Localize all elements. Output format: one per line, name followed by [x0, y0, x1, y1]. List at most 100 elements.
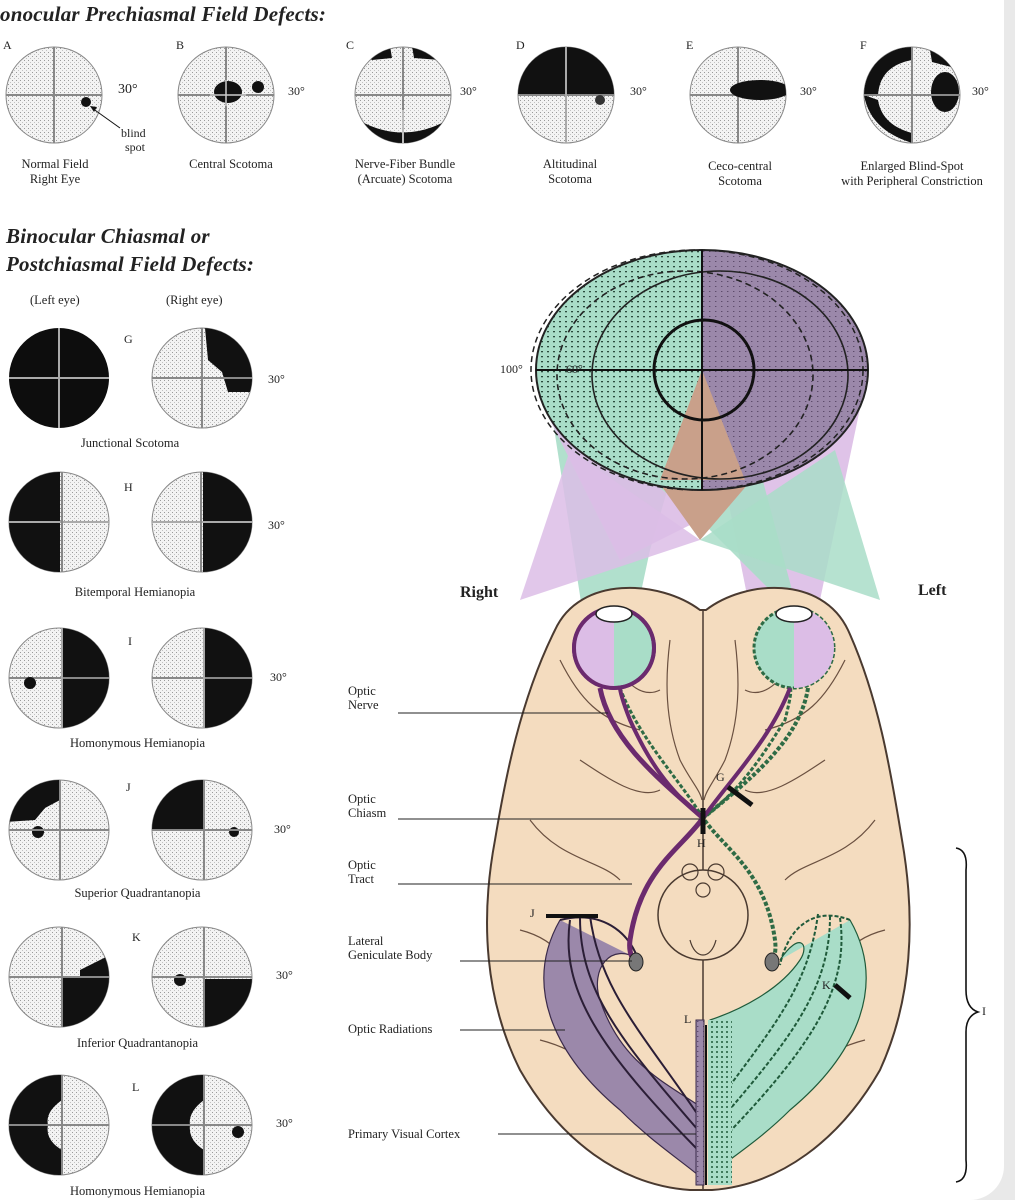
label-f: Enlarged Blind-Spot with Peripheral Cons…: [822, 159, 1002, 189]
degree-100-label: 100°: [500, 362, 523, 376]
degree-a: 30°: [118, 82, 138, 97]
letter-i: I: [128, 634, 132, 648]
field-g-left: [9, 328, 109, 428]
lgb-label-2: Geniculate Body: [348, 948, 433, 962]
field-h-right: [151, 471, 253, 573]
label-e-line1: Ceco-central: [708, 159, 772, 173]
field-l-right: [151, 1074, 253, 1176]
marker-g: G: [716, 770, 725, 784]
left-eyeball: [752, 605, 836, 690]
letter-j: J: [126, 780, 131, 794]
letter-d: D: [516, 38, 525, 52]
field-i-left: [8, 627, 110, 729]
letter-l: L: [132, 1080, 140, 1094]
lgb-label: Lateral Geniculate Body: [348, 934, 432, 962]
letter-e: E: [686, 38, 694, 52]
heading-chiasmal-line1: Binocular Chiasmal or: [6, 224, 210, 248]
left-side-label: Left: [918, 582, 947, 599]
degree-c: 30°: [460, 84, 477, 98]
primary-visual-cortex-label: Primary Visual Cortex: [348, 1127, 461, 1141]
label-leaders: [398, 712, 700, 1135]
field-e-ceco-central-scotoma: [689, 46, 787, 144]
letter-b: B: [176, 38, 185, 52]
label-d-line1: Altitudinal: [542, 157, 598, 171]
lateral-geniculate-bodies: [628, 952, 780, 972]
label-e-line2: Scotoma: [718, 174, 762, 188]
left-optic-pathway: [618, 687, 810, 967]
label-e: Ceco-central Scotoma: [690, 159, 790, 189]
optic-tract-label-1: Optic: [348, 858, 376, 872]
heading-chiasmal-line2: Postchiasmal Field Defects:: [6, 252, 255, 276]
optic-chiasm-label-2: Chiasm: [348, 806, 387, 820]
degree-f: 30°: [972, 84, 989, 98]
label-f-line2: with Peripheral Constriction: [841, 174, 983, 188]
label-a: Normal Field Right Eye: [0, 157, 110, 187]
right-eye-header: (Right eye): [166, 293, 223, 307]
label-b: Central Scotoma: [166, 157, 296, 172]
label-b-line1: Central Scotoma: [189, 157, 273, 171]
label-i: Homonymous Hemianopia: [69, 736, 206, 750]
blind-spot-note-1: blind: [121, 126, 146, 140]
field-d-altitudinal-scotoma: [517, 46, 615, 144]
label-c-line1: Nerve-Fiber Bundle: [354, 157, 456, 171]
field-h-left: [8, 471, 110, 573]
degree-k: 30°: [276, 968, 293, 982]
field-k-right: [151, 926, 253, 1028]
field-l-left: [8, 1074, 110, 1176]
optic-nerve-label: Optic Nerve: [348, 684, 379, 712]
label-g: Junctional Scotoma: [80, 436, 180, 450]
field-f-enlarged-blind-spot: [863, 46, 961, 144]
letter-c: C: [346, 38, 355, 52]
marker-l: L: [684, 1012, 692, 1026]
letter-f: F: [860, 38, 867, 52]
degree-e: 30°: [800, 84, 817, 98]
optic-nerve-label-2: Nerve: [348, 698, 379, 712]
optic-tract-label-2: Tract: [348, 872, 374, 886]
degree-d: 30°: [630, 84, 647, 98]
optic-tract-label: Optic Tract: [348, 858, 376, 886]
optic-radiations-label: Optic Radiations: [348, 1022, 433, 1036]
letter-a: A: [3, 38, 12, 52]
optic-chiasm-label: Optic Chiasm: [348, 792, 386, 820]
label-c: Nerve-Fiber Bundle (Arcuate) Scotoma: [330, 157, 480, 187]
optic-chiasm-label-1: Optic: [348, 792, 376, 806]
optic-nerve-label-1: Optic: [348, 684, 376, 698]
label-k: Inferior Quadrantanopia: [76, 1036, 199, 1050]
label-f-line1: Enlarged Blind-Spot: [860, 159, 964, 173]
marker-h: H: [697, 836, 706, 850]
label-l: Homonymous Hemianopia: [69, 1184, 206, 1198]
degree-i: 30°: [270, 670, 287, 684]
label-c-line2: (Arcuate) Scotoma: [357, 172, 453, 186]
label-h: Bitemporal Hemianopia: [74, 585, 196, 599]
right-eyeball: [572, 605, 656, 690]
field-a-normal: [5, 46, 121, 144]
label-a-line1: Normal Field: [21, 157, 89, 171]
degree-l: 30°: [276, 1116, 293, 1130]
field-j-left: [8, 779, 110, 881]
field-k-left: [8, 926, 110, 1028]
degree-g: 30°: [268, 372, 285, 386]
brace: [955, 847, 981, 1183]
left-eye-header: (Left eye): [30, 293, 80, 307]
blind-spot-note-2: spot: [125, 140, 146, 154]
lesion-markers: [546, 785, 852, 1185]
degree-b: 30°: [288, 84, 305, 98]
letter-k: K: [132, 930, 141, 944]
letter-g: G: [124, 332, 133, 346]
label-j: Superior Quadrantanopia: [74, 886, 201, 900]
marker-j: J: [530, 906, 535, 920]
lgb-label-1: Lateral: [348, 934, 384, 948]
field-j-right: [151, 779, 253, 881]
letter-h: H: [124, 480, 133, 494]
field-b-central-scotoma: [177, 46, 275, 144]
primary-visual-cortex: [695, 1019, 732, 1186]
field-c-arcuate-scotoma: [354, 46, 452, 144]
degree-h: 30°: [268, 518, 285, 532]
field-g-right: [151, 327, 253, 429]
right-side-label: Right: [460, 584, 499, 601]
label-a-line2: Right Eye: [29, 172, 81, 186]
label-d-line2: Scotoma: [548, 172, 592, 186]
field-i-right: [151, 627, 253, 729]
degree-j: 30°: [274, 822, 291, 836]
